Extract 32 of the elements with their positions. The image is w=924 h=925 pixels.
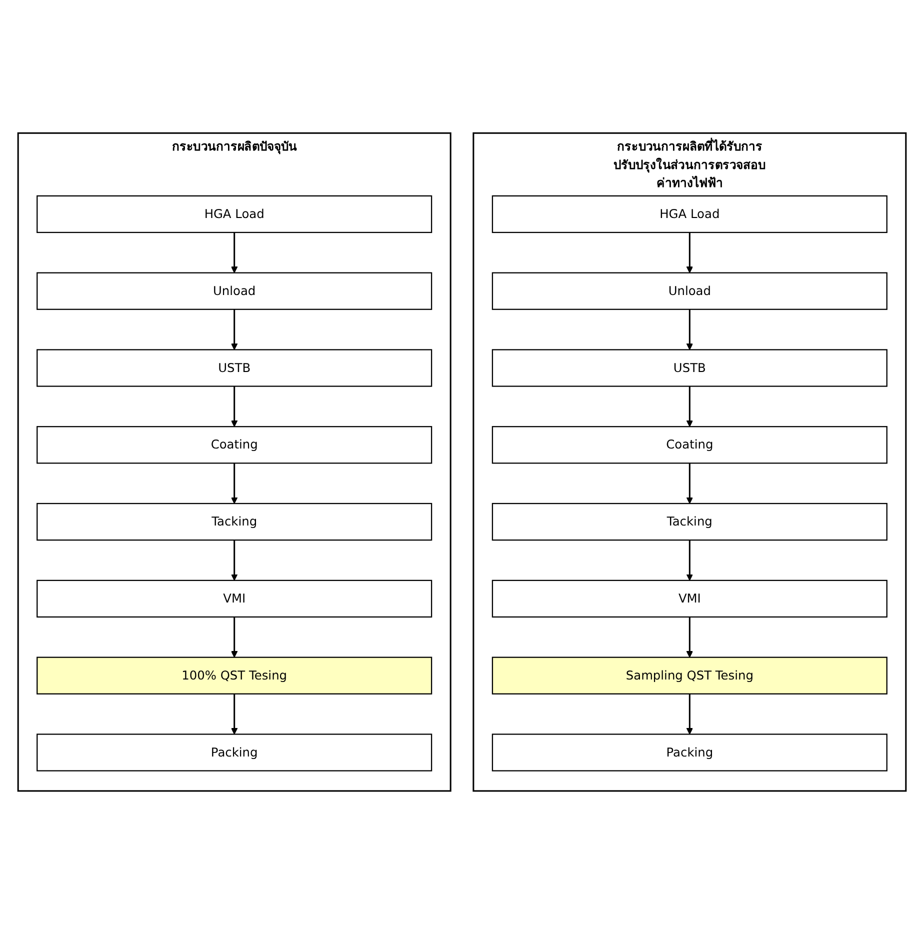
arrow [230,617,238,658]
arrow [686,310,694,350]
node-box [492,196,888,234]
arrow [686,232,694,274]
arrow [686,694,694,735]
node-box [492,734,888,772]
arrow [230,386,238,428]
node-box [492,657,888,695]
arrow [686,464,694,504]
cluster [17,132,452,792]
arrow [230,694,238,735]
arrow [230,464,238,504]
arrow [686,617,694,658]
arrow [686,386,694,428]
node-box [36,350,432,388]
arrow [230,310,238,350]
node-box [36,734,432,772]
node-box [36,503,432,542]
node-box [36,272,432,310]
arrow [230,232,238,274]
node-box [36,580,432,618]
node-box [492,580,888,618]
cluster [472,132,907,792]
node-box [36,426,432,464]
node-box [492,272,888,310]
node-box [36,196,432,234]
node-box [36,657,432,695]
node-box [492,503,888,542]
node-box [492,350,888,388]
node-box [492,426,888,464]
arrow [230,540,238,582]
arrow [686,540,694,582]
